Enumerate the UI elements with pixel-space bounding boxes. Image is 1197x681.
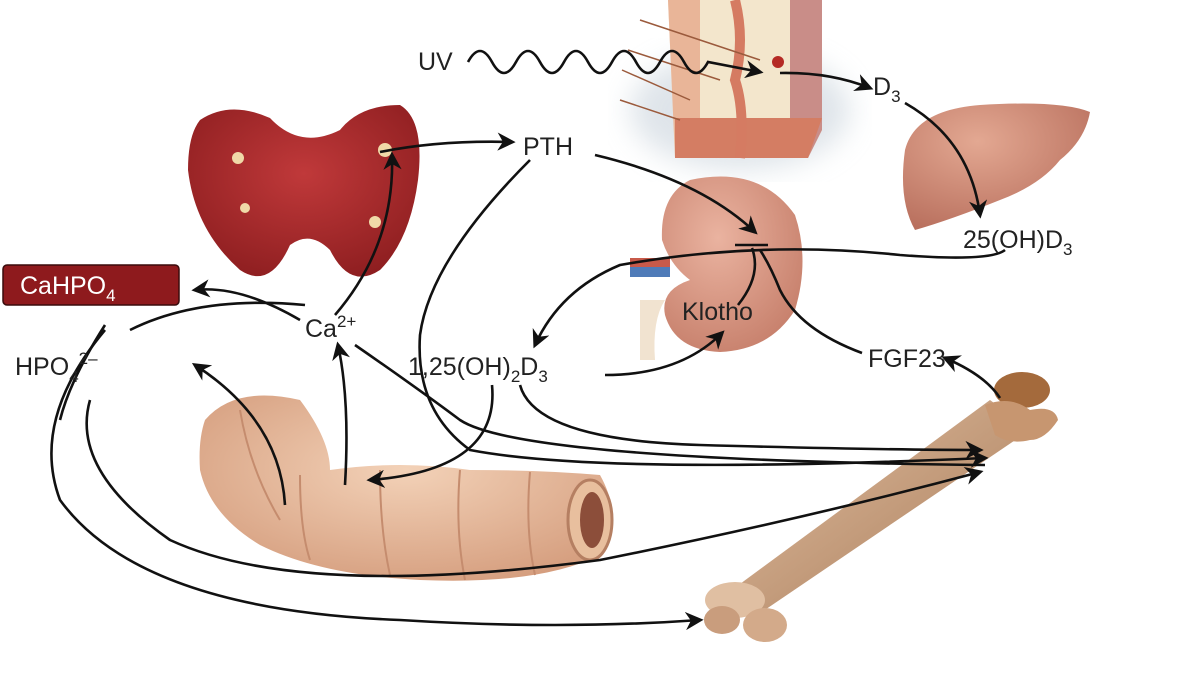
bone-illustration (704, 372, 1058, 642)
thyroid-illustration (188, 105, 420, 277)
calcitriol-label: 1,25(OH)2D3 (408, 353, 548, 386)
liver-illustration (902, 103, 1090, 230)
cahpo4-label: CaHPO4 (20, 272, 116, 305)
phosphate-label: HPO42– (15, 349, 98, 386)
cahpo4-box: CaHPO4 (2, 264, 180, 306)
calcium-label: Ca2+ (305, 312, 356, 343)
kidney-illustration (630, 176, 803, 360)
uv-label: UV (418, 48, 453, 76)
skin-illustration (619, 0, 850, 170)
klotho-label: Klotho (682, 298, 753, 326)
fgf23-label: FGF23 (868, 345, 946, 373)
pathway-arrows (50, 49, 1006, 631)
intestine-illustration (199, 395, 614, 581)
d3-label: D3 (873, 73, 901, 106)
pth-label: PTH (523, 133, 573, 161)
25ohd3-label: 25(OH)D3 (963, 226, 1072, 259)
